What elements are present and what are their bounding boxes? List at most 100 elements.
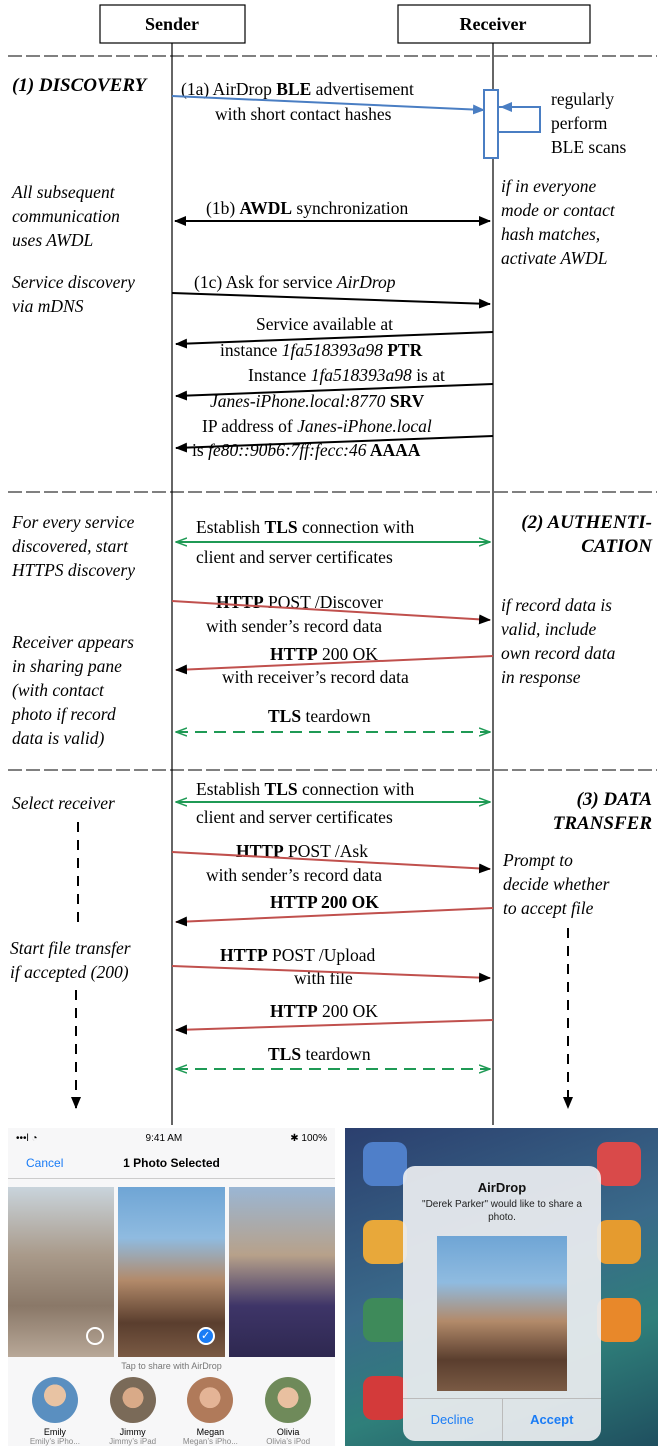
msg-srv-line1: Instance 1fa518393a98 is at	[248, 365, 445, 385]
msg-ptr-line2: instance 1fa518393a98 PTR	[220, 340, 423, 360]
ble-scan-activation	[483, 89, 499, 159]
note-https-1: For every service	[11, 512, 135, 532]
contact-device: Olivia’s iPod	[266, 1437, 311, 1446]
note-https-2: discovered, start	[12, 536, 129, 556]
contact-megan[interactable]: Megan Megan’s iPho...	[176, 1377, 244, 1446]
app-icon	[363, 1376, 407, 1420]
note-start-1: Start file transfer	[10, 938, 131, 958]
unselected-circle-icon[interactable]	[86, 1327, 105, 1345]
contact-name: Olivia	[276, 1427, 300, 1437]
maps-app-icon	[363, 1142, 407, 1186]
reminders-app-icon	[597, 1220, 641, 1264]
dialog-title: AirDrop	[477, 1180, 527, 1195]
note-everyone-4: activate AWDL	[501, 248, 607, 268]
ble-scan-loop	[498, 106, 541, 133]
note-https-3: HTTPS discovery	[11, 560, 135, 580]
note-select: Select receiver	[12, 793, 115, 813]
note-pane-4: photo if record	[10, 704, 116, 724]
contact-name: Jimmy	[119, 1427, 146, 1437]
avatar	[265, 1377, 312, 1423]
section-transfer-title-2: TRANSFER	[553, 813, 652, 834]
contact-name: Megan	[196, 1427, 225, 1437]
msg-ptr-line1: Service available at	[256, 314, 393, 334]
sender-header-box	[99, 4, 246, 44]
cancel-button[interactable]: Cancel	[26, 1156, 64, 1170]
receiver-header: Receiver	[460, 14, 527, 34]
ble-scan-loop-head	[500, 102, 512, 112]
status-bar: •••l ◔ 9:41 AM ✱ 100%	[8, 1128, 335, 1148]
note-prompt-3: to accept file	[503, 898, 594, 918]
note-pane-5: data is valid)	[12, 728, 105, 748]
msg-tls1-line1: Establish TLS connection with	[196, 517, 415, 537]
contact-device: Jimmy’s iPad	[109, 1437, 157, 1446]
sender-header: Sender	[145, 14, 199, 34]
decline-button[interactable]: Decline	[430, 1412, 474, 1427]
note-ble-1: regularly	[551, 89, 614, 109]
contact-emily[interactable]: Emily Emily’s iPho...	[21, 1377, 89, 1446]
note-record-4: in response	[501, 667, 581, 687]
contact-device: Megan’s iPho...	[182, 1437, 238, 1446]
accept-button[interactable]: Accept	[501, 1399, 602, 1441]
note-prompt-1: Prompt to	[502, 850, 573, 870]
app-icon	[363, 1298, 407, 1342]
photo-thumbnail[interactable]	[228, 1187, 335, 1357]
receiver-phone-screenshot: AirDrop "Derek Parker" would like to sha…	[345, 1128, 658, 1446]
sequence-diagram: Sender Receiver (1) DISCOVERY (1a) AirDr…	[8, 4, 657, 1125]
note-awdl-2: communication	[12, 206, 120, 226]
note-awdl-3: uses AWDL	[12, 230, 93, 250]
note-record-1: if record data is	[501, 595, 612, 615]
airdrop-dialog: AirDrop "Derek Parker" would like to sha…	[403, 1166, 601, 1441]
msg-teardown2: TLS teardown	[268, 1044, 371, 1064]
checkmark-icon[interactable]: ✓	[196, 1327, 215, 1345]
arrow-1a	[171, 95, 485, 115]
msg-discover-line1: HTTP POST /Discover	[216, 592, 383, 612]
msg-200-line2: with receiver’s record data	[222, 667, 409, 687]
note-everyone-3: hash matches,	[501, 224, 600, 244]
contact-device: Emily’s iPho...	[29, 1437, 80, 1446]
sender-phone-screenshot: •••l ◔ 9:41 AM ✱ 100% Cancel 1 Photo Sel…	[8, 1128, 335, 1446]
section-transfer-title-1: (3) DATA	[577, 789, 652, 810]
msg-teardown1: TLS teardown	[268, 706, 371, 726]
arrow-ask-200	[175, 907, 494, 927]
msg-aaaa-line1: IP address of Janes-iPhone.local	[202, 416, 432, 436]
msg-ask-200: HTTP 200 OK	[270, 892, 379, 912]
note-prompt-2: decide whether	[503, 874, 610, 894]
msg-srv-line2: Janes-iPhone.local:8770 SRV	[210, 391, 425, 411]
msg-200-line1: HTTP 200 OK	[270, 644, 378, 664]
note-everyone-1: if in everyone	[501, 176, 596, 196]
arrow-discover	[171, 600, 491, 625]
signal-indicator: •••l ◔	[16, 1132, 38, 1144]
msg-1a-line1: (1a) AirDrop BLE advertisement	[181, 79, 414, 99]
arrow-upload-200	[175, 1019, 494, 1035]
note-mdns-2: via mDNS	[12, 296, 84, 316]
msg-1a-line2: with short contact hashes	[215, 104, 392, 124]
section-auth-title-2: CATION	[581, 536, 653, 557]
contact-jimmy[interactable]: Jimmy Jimmy’s iPad	[99, 1377, 167, 1446]
msg-ask-line2: with sender’s record data	[206, 865, 382, 885]
avatar	[31, 1377, 78, 1423]
arrow-ptr	[175, 331, 494, 349]
nav-bar: Cancel 1 Photo Selected	[8, 1148, 335, 1179]
note-awdl-1: All subsequent	[11, 182, 116, 202]
home-app-icon	[363, 1220, 407, 1264]
arrow-srv	[175, 383, 494, 401]
msg-tls2-line2: client and server certificates	[196, 807, 393, 827]
msg-1b: (1b) AWDL synchronization	[206, 198, 408, 218]
note-pane-3: (with contact	[12, 680, 105, 700]
contact-name: Emily	[43, 1427, 66, 1437]
note-start-2: if accepted (200)	[10, 962, 129, 982]
note-mdns-1: Service discovery	[12, 272, 135, 292]
clock: 9:41 AM	[145, 1132, 183, 1144]
note-ble-2: perform	[551, 113, 608, 133]
news-app-icon	[597, 1142, 641, 1186]
contact-olivia[interactable]: Olivia Olivia’s iPod	[254, 1377, 322, 1446]
note-record-2: valid, include	[501, 619, 596, 639]
receiver-header-box	[397, 4, 591, 44]
arrow-ask	[171, 851, 491, 874]
photo-thumbnail-selected[interactable]: ✓	[118, 1187, 225, 1357]
photo-thumbnail[interactable]	[8, 1187, 115, 1357]
section-auth-title-1: (2) AUTHENTI-	[521, 512, 652, 533]
photo-strip: ✓	[8, 1187, 335, 1357]
shared-photo-preview	[437, 1236, 567, 1391]
msg-discover-line2: with sender’s record data	[206, 616, 382, 636]
